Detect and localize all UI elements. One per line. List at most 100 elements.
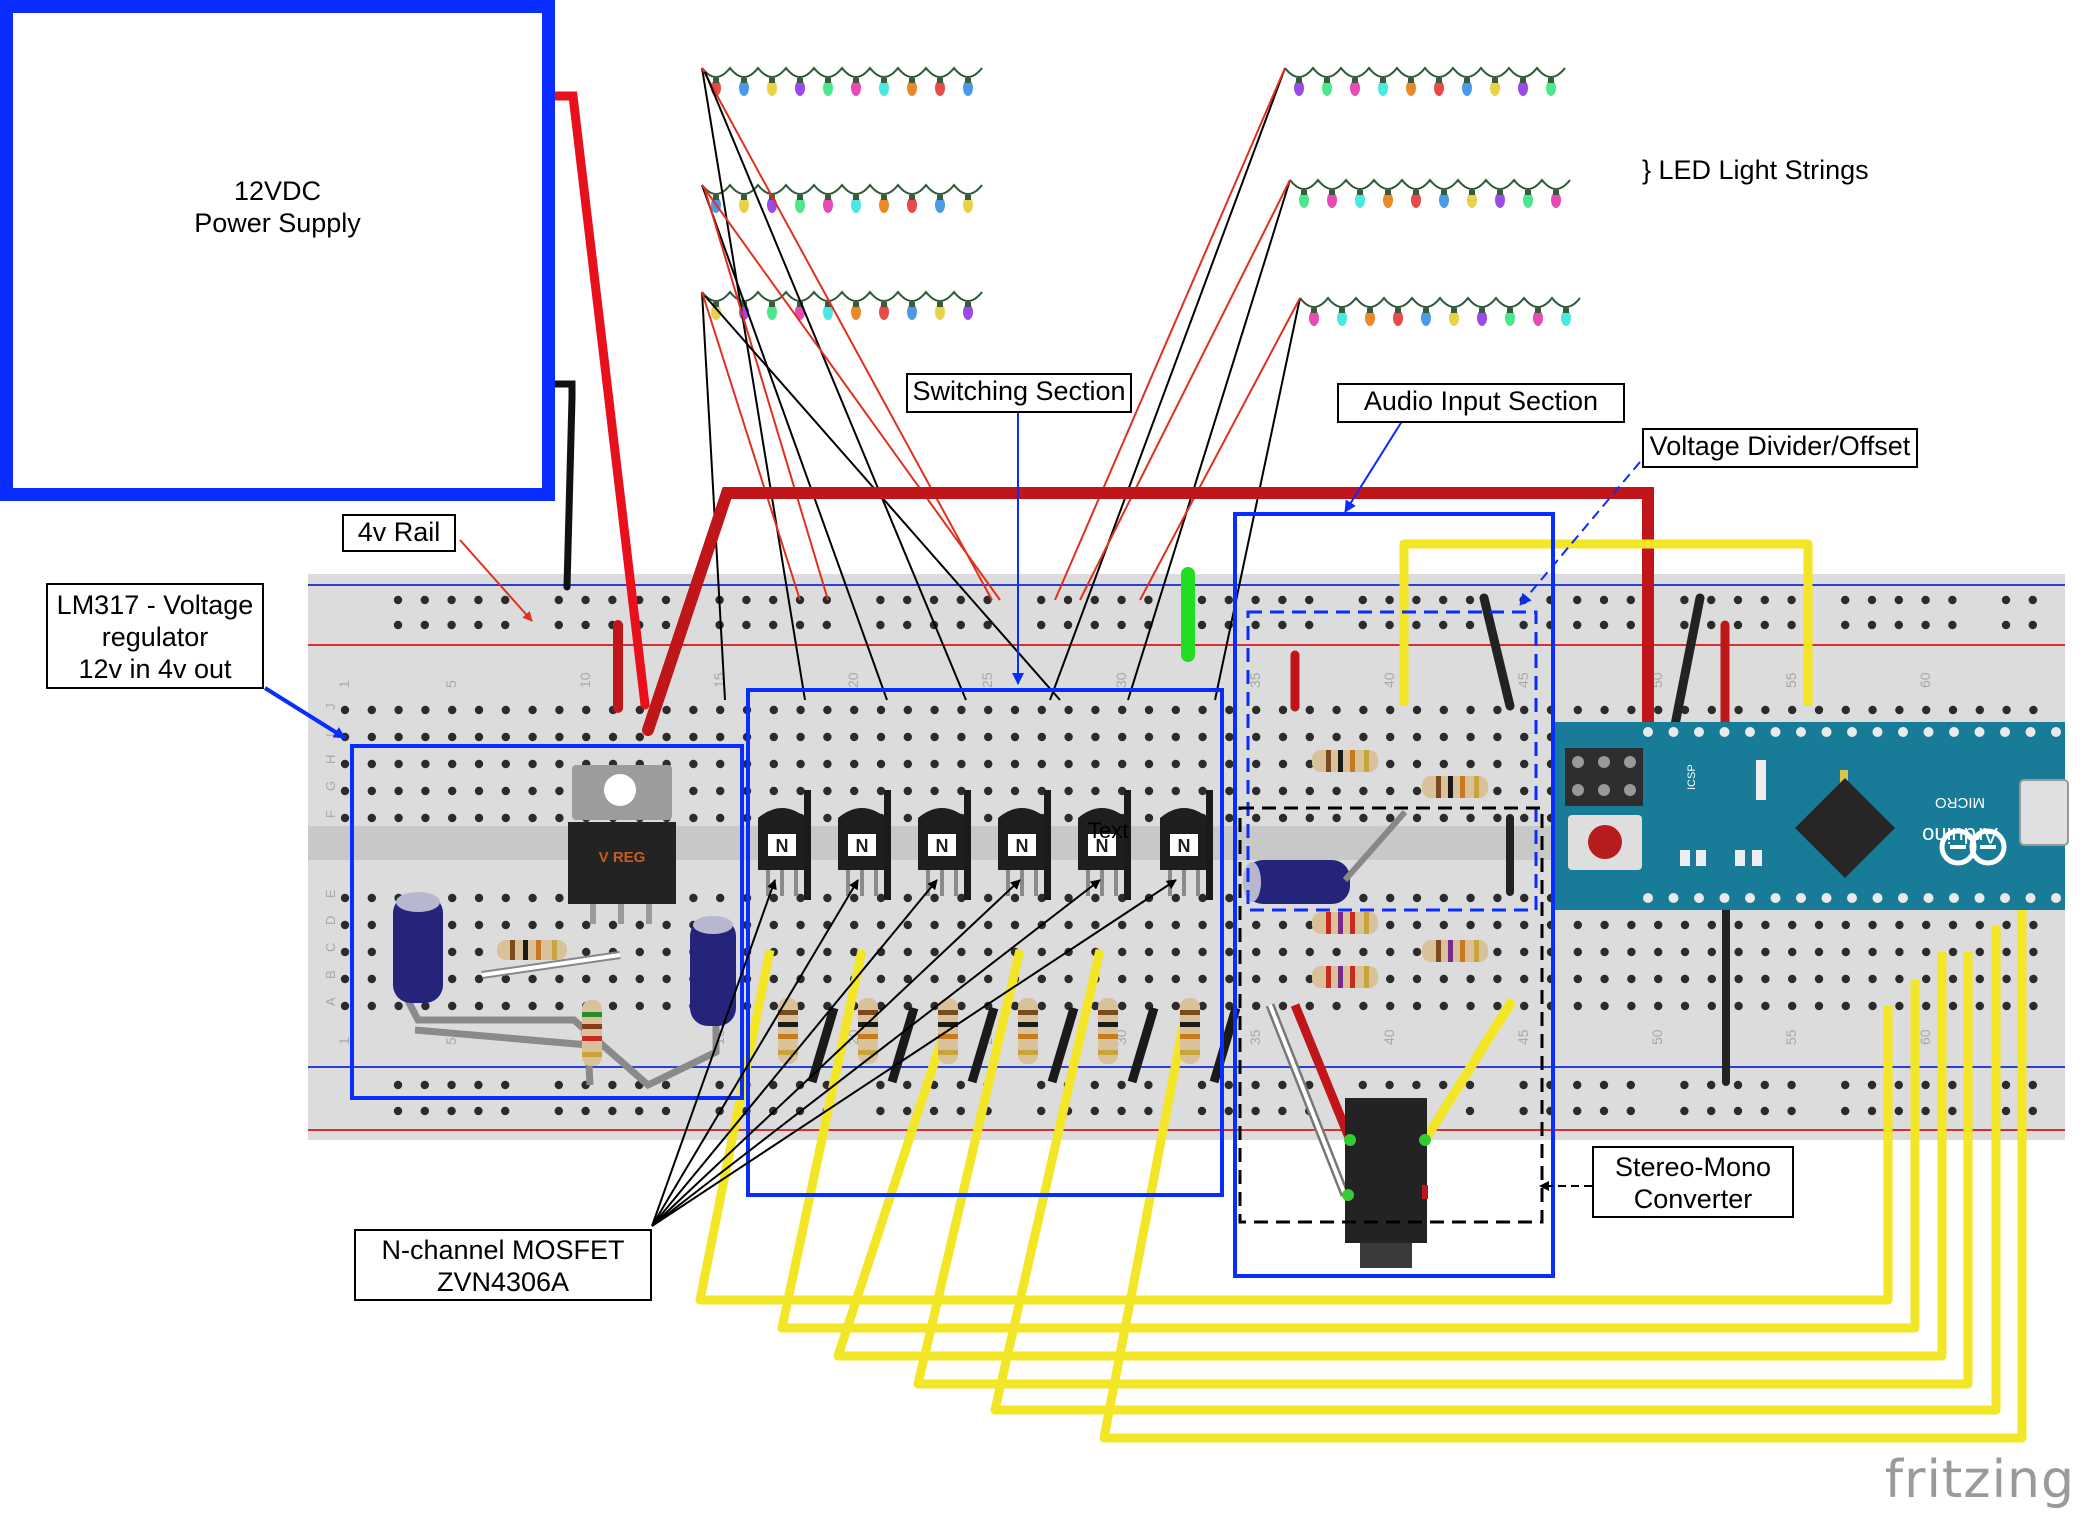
breadboard-hole <box>1386 1001 1395 1011</box>
audio-jack <box>1342 1098 1431 1268</box>
breadboard-hole <box>1037 705 1047 715</box>
column-number: 55 <box>1783 672 1799 688</box>
breadboard-hole <box>2029 947 2038 957</box>
column-number: 20 <box>845 672 861 688</box>
breadboard-rail-hole <box>2001 620 2011 630</box>
breadboard-hole <box>1600 705 1609 715</box>
svg-text:MICRO: MICRO <box>1935 794 1985 811</box>
breadboard-rail-hole <box>1251 1080 1260 1090</box>
svg-text:V REG: V REG <box>599 849 646 866</box>
breadboard-hole <box>930 1001 939 1011</box>
divider-resistor-1 <box>1312 750 1378 772</box>
breadboard-hole <box>823 893 832 903</box>
column-number: 1 <box>336 1037 352 1045</box>
breadboard-rail-hole <box>554 1106 563 1116</box>
breadboard-rail-hole <box>1144 1106 1153 1116</box>
breadboard-hole <box>1493 732 1502 742</box>
breadboard-rail-hole <box>742 620 751 630</box>
breadboard-hole <box>1841 1001 1851 1011</box>
breadboard-hole <box>340 1001 350 1011</box>
breadboard-hole <box>1064 705 1073 715</box>
breadboard-rail-hole <box>1251 595 1260 605</box>
breadboard-rail-hole <box>1787 1106 1796 1116</box>
breadboard-rail-hole <box>1439 595 1448 605</box>
breadboard-hole <box>823 705 832 715</box>
breadboard-hole <box>1895 1001 1904 1011</box>
gate-resistor <box>1180 998 1200 1064</box>
breadboard-rail-hole <box>1841 595 1850 605</box>
breadboard-hole <box>1010 893 1020 903</box>
breadboard-rail-hole <box>1197 620 1207 630</box>
breadboard-rail-hole <box>1760 1080 1770 1090</box>
breadboard-hole <box>367 974 376 984</box>
breadboard-hole <box>421 759 430 769</box>
breadboard-hole <box>1654 1001 1663 1011</box>
breadboard-rail-hole <box>393 620 403 630</box>
breadboard-rail-hole <box>1894 1106 1904 1116</box>
breadboard-hole <box>448 786 457 796</box>
led-bulb <box>879 80 889 96</box>
led-bulb <box>795 80 805 96</box>
breadboard-hole <box>769 786 778 796</box>
breadboard-rail-hole <box>1385 595 1394 605</box>
breadboard-hole <box>876 893 886 903</box>
breadboard-hole <box>448 920 457 930</box>
breadboard-hole <box>1225 813 1234 823</box>
breadboard-hole <box>1412 1001 1422 1011</box>
breadboard-hole <box>689 732 698 742</box>
breadboard-rail-hole <box>1117 620 1126 630</box>
ground-jumper <box>1209 1006 1241 1084</box>
breadboard-rail-hole <box>661 620 671 630</box>
breadboard-rail-hole <box>1117 1106 1126 1116</box>
breadboard-hole <box>421 705 430 715</box>
breadboard-hole <box>796 947 805 957</box>
breadboard-hole <box>1225 920 1234 930</box>
breadboard-hole <box>903 813 912 823</box>
breadboard-hole <box>1895 947 1904 957</box>
breadboard-hole <box>1118 920 1127 930</box>
breadboard-hole <box>769 732 778 742</box>
breadboard-hole <box>1734 705 1743 715</box>
breadboard-hole <box>1734 947 1743 957</box>
gate-resistor <box>778 998 798 1064</box>
breadboard-rail-hole <box>1305 595 1314 605</box>
breadboard-hole <box>1412 920 1422 930</box>
breadboard-hole <box>1520 813 1529 823</box>
mosfet-marking: N <box>1096 836 1109 856</box>
breadboard-rail-hole <box>769 595 778 605</box>
breadboard-rail-hole <box>1787 620 1796 630</box>
breadboard-rail-hole <box>956 595 965 605</box>
breadboard-rail-hole <box>554 1080 563 1090</box>
led-bulb <box>1309 310 1319 326</box>
breadboard-rail-hole <box>903 1106 912 1116</box>
breadboard-hole <box>1144 786 1154 796</box>
led-bulb <box>823 197 833 213</box>
breadboard-hole <box>448 974 457 984</box>
regulator-circuit: V REG <box>393 765 736 1090</box>
breadboard-hole <box>1439 920 1449 930</box>
led-bulb <box>1477 310 1487 326</box>
breadboard-hole <box>608 1001 618 1011</box>
resistor-horizontal <box>497 940 567 960</box>
breadboard-rail-hole <box>1733 620 1743 630</box>
stereo-mono-label: Stereo-Mono Converter <box>1592 1146 1794 1218</box>
breadboard-hole <box>1252 1001 1261 1011</box>
breadboard-hole <box>1386 759 1395 769</box>
breadboard-hole <box>1359 786 1368 796</box>
led-bulb <box>1449 310 1459 326</box>
breadboard-hole <box>796 1001 805 1011</box>
breadboard-hole <box>850 893 859 903</box>
breadboard-hole <box>1922 1001 1931 1011</box>
regulator-label: LM317 - Voltage regulator 12v in 4v out <box>46 583 264 689</box>
breadboard-rail-hole <box>1251 1106 1260 1116</box>
breadboard-hole <box>555 1001 564 1011</box>
breadboard-hole <box>1654 920 1663 930</box>
breadboard-rail-hole <box>1519 1080 1528 1090</box>
breadboard-hole <box>1466 974 1475 984</box>
led-bulb <box>1365 310 1375 326</box>
breadboard-hole <box>957 1001 966 1011</box>
breadboard-hole <box>1198 1001 1207 1011</box>
breadboard-hole <box>340 974 350 984</box>
breadboard-rail-hole <box>501 1080 510 1090</box>
breadboard-hole <box>1439 813 1449 823</box>
